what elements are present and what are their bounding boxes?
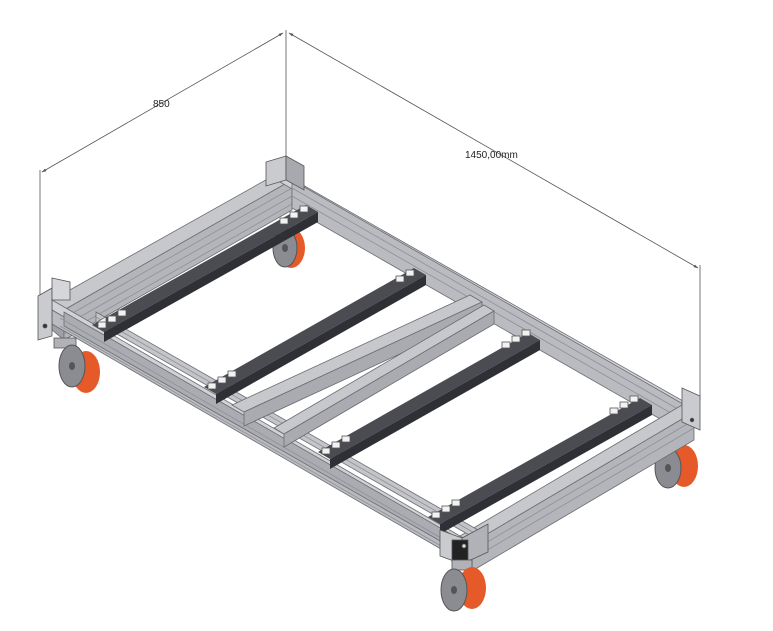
corner-bracket-left-icon	[37, 277, 71, 341]
roller-icon	[511, 335, 521, 343]
rail-1	[92, 205, 318, 342]
roller-icon	[501, 341, 511, 349]
rail-4	[428, 398, 652, 534]
roller-icon	[299, 205, 309, 213]
roller-icon	[341, 435, 351, 443]
length-dimension-label: 1450,00mm	[465, 150, 518, 161]
roller-icon	[619, 401, 629, 409]
roller-icon	[521, 329, 531, 337]
roller-icon	[395, 275, 405, 283]
roller-icon	[97, 321, 107, 329]
rail-2	[204, 268, 426, 404]
width-dimension-label: 850	[153, 99, 170, 110]
dimension-lines	[39, 30, 701, 400]
roller-icon	[331, 441, 341, 449]
rail-3	[318, 333, 540, 469]
roller-icon	[117, 309, 127, 317]
caster-front-left-icon	[53, 337, 100, 393]
roller-icon	[279, 217, 289, 225]
roller-icon	[107, 315, 117, 323]
caster-front-right-icon	[440, 559, 486, 612]
roller-icon	[217, 376, 227, 384]
corner-bracket-back-icon	[265, 155, 305, 191]
rollers	[97, 205, 639, 519]
roller-icon	[441, 505, 451, 513]
corner-bracket-front-icon	[439, 523, 489, 565]
roller-icon	[207, 382, 217, 390]
roller-icon	[227, 370, 237, 378]
roller-icon	[405, 269, 415, 277]
outer-frame	[51, 171, 695, 572]
roller-icon	[629, 395, 639, 403]
roller-icon	[321, 447, 331, 455]
roller-icon	[431, 511, 441, 519]
roller-icon	[451, 499, 461, 507]
roller-icon	[609, 407, 619, 415]
corner-brackets	[37, 155, 701, 565]
roller-icon	[289, 211, 299, 219]
corner-bracket-right-icon	[681, 387, 701, 431]
